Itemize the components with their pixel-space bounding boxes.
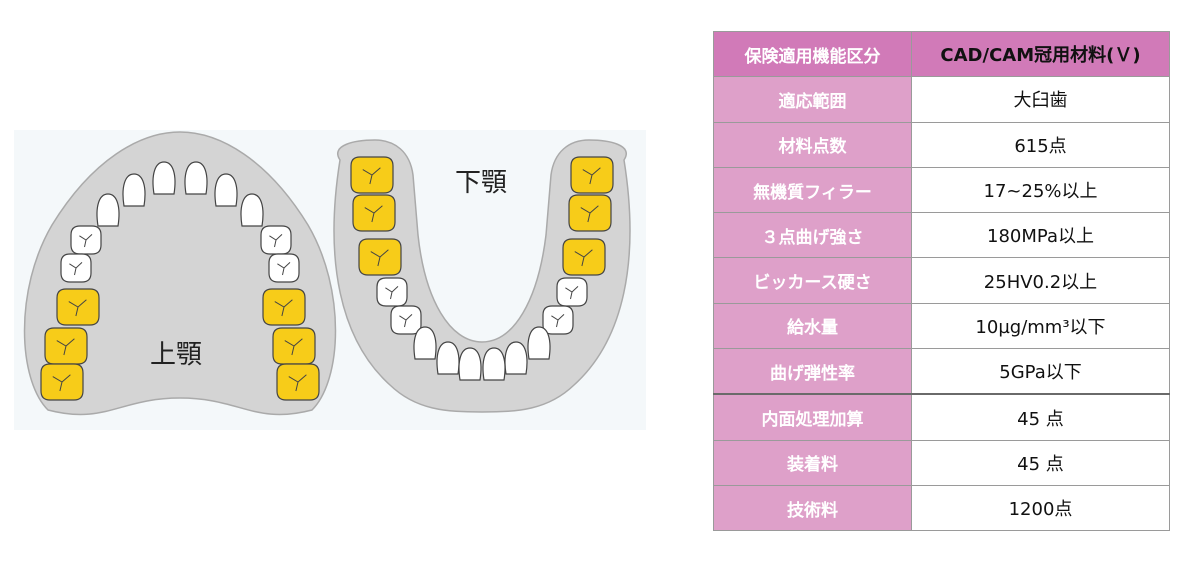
row-label-cell: 曲げ弾性率	[713, 348, 912, 395]
incisor-tooth	[527, 326, 551, 360]
tooth-fissure	[52, 374, 71, 392]
tooth-fissure	[370, 249, 389, 267]
row-label-cell: 適応範囲	[713, 76, 912, 123]
dental-arch-diagram: 上顎 下顎	[14, 130, 646, 430]
table-row: 適応範囲大臼歯	[713, 76, 1170, 123]
tooth-fissure	[284, 338, 303, 356]
tooth-fissure	[385, 286, 399, 300]
tooth-fissure	[582, 167, 601, 185]
row-value-cell: 45 点	[911, 439, 1170, 486]
tooth-fissure	[274, 299, 293, 317]
incisor-tooth	[413, 326, 437, 360]
row-value-cell: 10µg/mm³以下	[911, 302, 1170, 350]
tooth-fissure	[565, 286, 579, 300]
tooth-fissure	[580, 205, 599, 223]
dental-arches-svg	[14, 130, 646, 430]
header-value-cell: CAD/CAM冠用材料(Ｖ)	[911, 30, 1170, 78]
upper-teeth-group	[40, 161, 320, 401]
row-label-cell: 技術料	[713, 484, 912, 532]
tooth-fissure	[399, 314, 413, 328]
tooth-fissure	[68, 299, 87, 317]
tooth-fissure	[288, 374, 307, 392]
tooth-fissure	[362, 167, 381, 185]
tooth-fissure	[277, 262, 291, 276]
tooth-fissure	[551, 314, 565, 328]
row-value-cell: 45 点	[911, 393, 1170, 441]
row-label-cell: 装着料	[713, 439, 912, 486]
lower-teeth-group	[350, 156, 614, 381]
incisor-tooth	[152, 161, 176, 195]
row-label-cell: ビッカース硬さ	[713, 257, 912, 304]
row-value-cell: 615点	[911, 121, 1170, 168]
incisor-tooth	[482, 347, 506, 381]
row-label-cell: ３点曲げ強さ	[713, 212, 912, 259]
tooth-fissure	[364, 205, 383, 223]
lower-jaw-gum	[333, 139, 631, 413]
header-label-cell: 保険適用機能区分	[713, 30, 912, 78]
row-value-cell: 1200点	[911, 484, 1170, 532]
tooth-fissure	[79, 234, 93, 248]
row-value-cell: 5GPa以下	[911, 348, 1170, 395]
upper-jaw-label: 上顎	[150, 340, 203, 370]
lower-jaw-label: 下顎	[455, 168, 508, 198]
tooth-fissure	[574, 249, 593, 267]
row-label-cell: 内面処理加算	[713, 393, 912, 441]
incisor-tooth	[458, 347, 482, 381]
table-header-row: 保険適用機能区分 CAD/CAM冠用材料(Ｖ)	[713, 30, 1170, 78]
incisor-tooth	[504, 341, 528, 375]
row-value-cell: 17~25%以上	[911, 166, 1170, 214]
incisor-tooth	[184, 161, 208, 195]
row-value-cell: 大臼歯	[911, 76, 1170, 123]
incisor-tooth	[122, 173, 146, 207]
incisor-tooth	[436, 341, 460, 375]
tooth-fissure	[69, 262, 83, 276]
incisor-tooth	[214, 173, 238, 207]
row-label-cell: 材料点数	[713, 121, 912, 168]
incisor-tooth	[96, 193, 120, 227]
tooth-fissure	[269, 234, 283, 248]
row-label-cell: 給水量	[713, 302, 912, 350]
row-label-cell: 無機質フィラー	[713, 166, 912, 214]
incisor-tooth	[240, 193, 264, 227]
row-value-cell: 180MPa以上	[911, 212, 1170, 259]
row-value-cell: 25HV0.2以上	[911, 257, 1170, 304]
tooth-fissure	[56, 338, 75, 356]
